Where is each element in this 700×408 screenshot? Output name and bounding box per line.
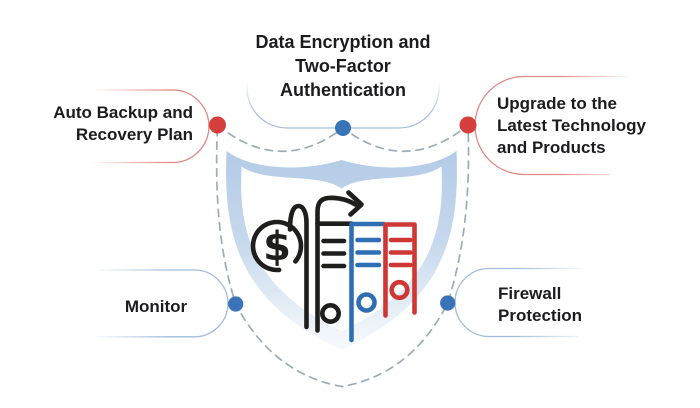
- shield-icon: [226, 151, 457, 350]
- node-dot-encryption: [335, 120, 351, 136]
- label-auto-backup: Auto Backup and Recovery Plan: [13, 102, 193, 146]
- finance-records-icon: $: [250, 190, 417, 343]
- dollar-symbol: $: [263, 224, 291, 270]
- node-dot-monitor: [228, 296, 244, 312]
- label-line: Recovery Plan: [75, 125, 193, 144]
- ledger-red-icon: [383, 222, 417, 318]
- label-line: Auto Backup and: [53, 103, 193, 122]
- node-dot-upgrade: [459, 116, 477, 134]
- node-dot-firewall: [440, 295, 456, 311]
- dollar-icon: [250, 203, 309, 330]
- label-line: Upgrade to the: [497, 94, 617, 113]
- label-monitor: Monitor: [100, 297, 212, 316]
- label-line: Firewall: [498, 284, 562, 303]
- arrow-icon: [315, 190, 364, 333]
- label-data-encryption: Data Encryption and Two-Factor Authentic…: [227, 30, 459, 102]
- label-line: Monitor: [124, 297, 188, 316]
- node-dot-auto-backup: [209, 116, 226, 134]
- label-line: and Products: [497, 138, 606, 157]
- label-upgrade: Upgrade to the Latest Technology and Pro…: [497, 93, 646, 159]
- label-line: Protection: [498, 306, 583, 325]
- label-firewall: Firewall Protection: [498, 283, 582, 327]
- label-line: Two-Factor: [295, 56, 391, 76]
- bracket-auto-backup: [93, 89, 210, 164]
- label-line: Latest Technology: [497, 116, 646, 135]
- ledger-blue-icon: [349, 221, 386, 343]
- ledger-black-icon: [315, 221, 354, 324]
- bracket-monitor: [97, 269, 229, 338]
- label-line: Authentication: [280, 80, 406, 100]
- label-line: Data Encryption and: [255, 32, 431, 52]
